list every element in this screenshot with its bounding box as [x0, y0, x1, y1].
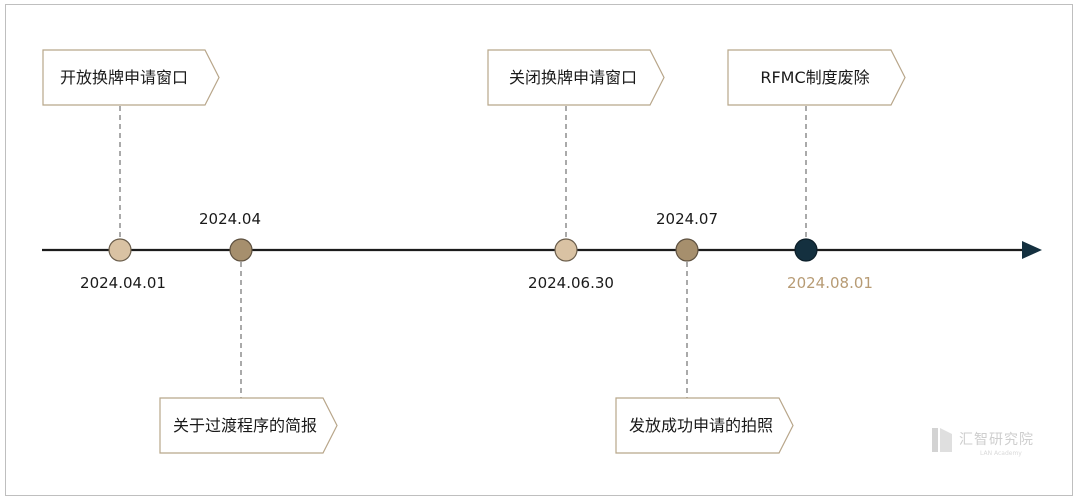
watermark-sub: LAN Academy — [980, 450, 1022, 457]
event-dot — [229, 238, 253, 262]
event-tag-label: 开放换牌申请窗口 — [60, 68, 188, 87]
event-tag-box — [42, 49, 220, 106]
event-2024-07: 发放成功申请的拍照 2024.07 — [615, 210, 794, 454]
event-tag-box — [159, 397, 338, 454]
timeline-arrowhead — [1022, 241, 1042, 259]
event-tag-box — [487, 49, 665, 106]
diagram-frame — [5, 4, 1073, 496]
event-dot — [554, 238, 578, 262]
event-2024-06-30: 关闭换牌申请窗口 2024.06.30 — [487, 49, 665, 292]
event-2024-04: 关于过渡程序的简报 2024.04 — [159, 210, 338, 454]
watermark-name: 汇智研究院 — [959, 432, 1034, 448]
event-2024-04-01: 开放换牌申请窗口 2024.04.01 — [42, 49, 220, 292]
event-tag-label: 关闭换牌申请窗口 — [509, 68, 637, 87]
event-date-label: 2024.07 — [656, 210, 718, 228]
event-tag-box — [615, 397, 794, 454]
event-date-label: 2024.04 — [199, 210, 261, 228]
event-dot — [108, 238, 132, 262]
event-date-label-accent: 2024.08.01 — [787, 274, 873, 292]
event-tag-label: 发放成功申请的拍照 — [629, 416, 773, 435]
event-2024-08-01: RFMC制度废除 2024.08.01 — [727, 49, 906, 292]
event-dot — [675, 238, 699, 262]
event-dot — [794, 238, 818, 262]
event-date-label: 2024.04.01 — [80, 274, 166, 292]
event-tag-box — [727, 49, 906, 106]
event-tag-label: RFMC制度废除 — [760, 68, 869, 87]
building-logo-icon — [932, 428, 952, 452]
event-date-label: 2024.06.30 — [528, 274, 614, 292]
watermark: 汇智研究院 LAN Academy — [932, 428, 1034, 457]
event-tag-label: 关于过渡程序的简报 — [173, 416, 317, 435]
